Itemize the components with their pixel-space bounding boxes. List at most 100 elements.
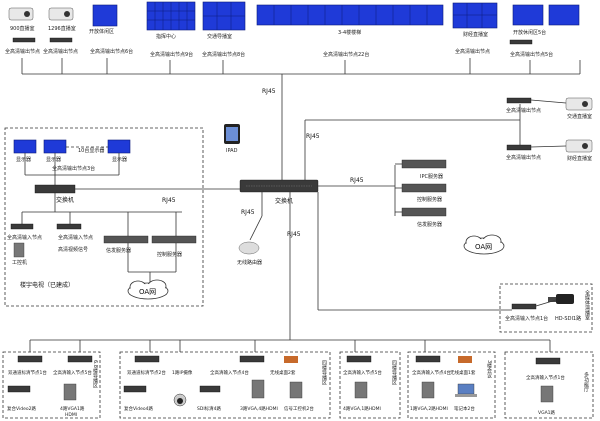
video-wall-command: [146, 1, 196, 31]
label-output-node-5: 全高清输出节点5台: [510, 51, 553, 58]
pc-icon: [63, 383, 77, 401]
building-tv-panel: [4, 127, 204, 307]
building-switch-icon: [34, 184, 76, 194]
ipc-server-label: IPC服务器: [420, 173, 443, 180]
dvr-icon: [7, 385, 31, 393]
ipc-server-icon: [401, 159, 447, 169]
label-output-node-6: 全高清输出节点6台: [90, 48, 133, 55]
input-node-device: [239, 355, 265, 363]
video-wall-floor: [256, 4, 444, 26]
label-sdi: SDI标清4路: [197, 405, 222, 412]
label-output-node: 全高清输出节点: [43, 48, 78, 55]
label-input-node: 全高清输入节点4台: [412, 369, 451, 376]
signal-server-icon: [401, 207, 447, 217]
group-panel: [407, 351, 496, 419]
core-switch-icon: [239, 179, 319, 193]
video-wall-leisure: [512, 4, 580, 26]
projector-icon: [565, 97, 593, 111]
remote-node-label: 全高清输入节点1台: [505, 315, 548, 322]
sd-node-device: [134, 355, 160, 363]
output-node-device: [12, 37, 36, 43]
projector-icon: [565, 139, 593, 153]
label-cooperation-zone: 开放体闲区: [89, 28, 114, 35]
ipad-label: IPAD: [226, 148, 238, 154]
label-video: 复合Video4路: [124, 405, 153, 412]
input-node-device: [346, 355, 372, 363]
display-label: 显示器: [16, 157, 31, 163]
label-signal-pc: 信号工控机2台: [284, 405, 314, 412]
display-count-label: 10台显示器: [78, 147, 104, 154]
oa-label: OA网: [475, 243, 492, 251]
input-node-device: [10, 223, 34, 230]
group-panel: [2, 351, 101, 419]
projector-icon: [8, 7, 34, 21]
label-vga: 4路VGA,1路HDMI: [343, 405, 381, 412]
label-ip-camera: 1路IP摄像: [172, 369, 193, 376]
wireless-desktop-icon: [284, 356, 298, 363]
label-vga: 3路VGA,4路HDMI: [240, 405, 278, 412]
label-vga: 4路VGA1路: [60, 405, 85, 412]
pc-icon: [354, 381, 368, 399]
label-output-node: 全高清输出节点: [506, 154, 541, 161]
display-screen: [107, 139, 131, 154]
sd-node-device: [17, 355, 43, 363]
display-label: 显示器: [46, 157, 61, 163]
label-sd-node: 双通道标清节点1台: [8, 369, 47, 376]
building-tv-title: 楼宇电视（已建成）: [20, 281, 74, 289]
label-traffic-room: 交通导播室: [207, 33, 232, 40]
label-sd-node: 双通道标清节点2台: [127, 369, 166, 376]
input-node-device: [415, 355, 441, 363]
switch-label: 交换机: [56, 196, 74, 204]
label-output-node: 全高清输出节点: [455, 48, 490, 55]
remote-studio-title: 全媒体演播室: [584, 289, 590, 320]
rj45-label: RJ45: [262, 88, 276, 95]
group2-room: 四楼导播区: [321, 360, 327, 385]
label-finance-studio: 财经直播室: [567, 155, 592, 162]
workstation-icon: [13, 242, 25, 258]
group5-room: 多功能厅: [583, 371, 589, 392]
group-panel: [504, 351, 594, 419]
wireless-label: 无线路由器: [237, 259, 262, 266]
rj45-label: RJ45: [162, 197, 176, 204]
remote-studio-panel: [499, 283, 593, 333]
input-node-device: [56, 223, 82, 230]
oa-network-cloud: [127, 279, 169, 300]
label-laptop: 笔记本2台: [454, 405, 475, 412]
pc-icon: [289, 381, 303, 399]
group1-room: 6.8楼导播区: [92, 360, 98, 388]
pc-icon: [421, 381, 435, 399]
display-label: 显示器: [112, 157, 127, 163]
label-leisure-zone: 开放休闲区5台: [513, 29, 546, 36]
control-server-icon: [401, 183, 447, 193]
workstation-label: 工控机: [12, 259, 27, 266]
display-screen: [13, 139, 37, 154]
label-finance-room: 财经直播室: [463, 31, 488, 38]
input-node-device: [535, 357, 561, 365]
signal-server-label: 信发服务器: [106, 247, 131, 254]
input-node-device: [511, 303, 537, 310]
wireless-desktop-icon: [458, 356, 472, 363]
wireless-router-icon: [238, 241, 260, 255]
output-node-device: [49, 37, 73, 43]
output-node-label: 全高清输出节点3台: [52, 165, 95, 172]
control-server-label: 控制服务器: [417, 196, 442, 203]
group-panel: [119, 351, 331, 419]
video-wall-traffic: [202, 1, 246, 31]
oa-label: OA网: [139, 288, 156, 296]
label-command-center: 指挥中心: [156, 33, 176, 40]
display-screen: [92, 4, 118, 27]
group-panel: [339, 351, 401, 419]
label-output-node-9: 全高清输出节点9台: [150, 51, 193, 58]
signal-server-icon: [103, 235, 149, 244]
label-vga: 1路VGA,2路HDMI: [410, 405, 448, 412]
output-node-device: [506, 97, 532, 104]
label-wireless-desktop: 无线桌面1套: [450, 369, 476, 376]
video-wall-finance: [452, 2, 498, 29]
camera-icon: [548, 294, 574, 304]
group4-room: 3楼会议: [486, 360, 492, 380]
label-video: 复合Video2路: [7, 405, 36, 412]
label-900-room: 900直播室: [10, 25, 35, 32]
label-vga: VGA1路: [538, 409, 556, 416]
display-screen: [43, 139, 67, 154]
